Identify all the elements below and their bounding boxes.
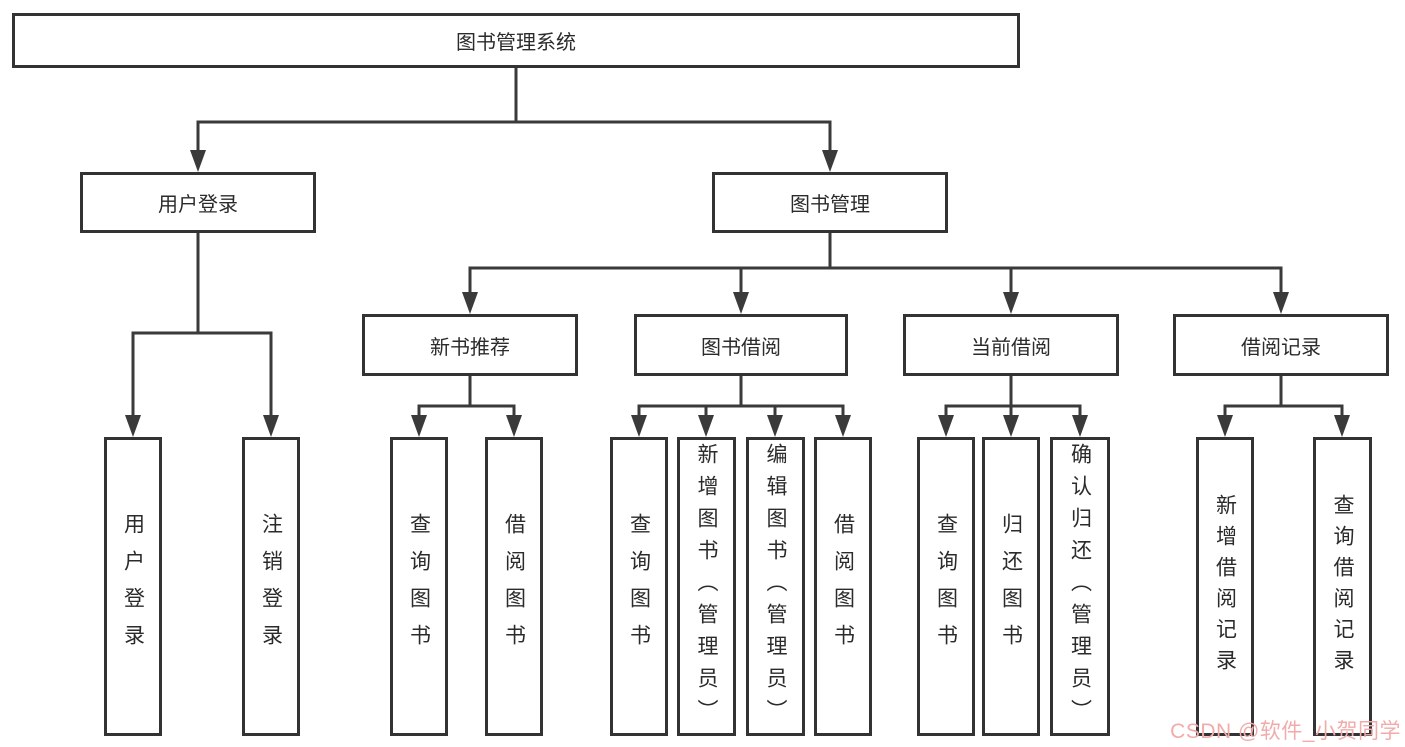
root-node-library-management-system: 图书管理系统 <box>12 13 1020 68</box>
leaf-edit-books-admin: 编辑图书（管理员） <box>746 437 805 736</box>
leaf-return-books: 归还图书 <box>982 437 1040 736</box>
section-borrow-records-label: 借阅记录 <box>1241 336 1321 359</box>
leaf-query-books-current: 查询图书 <box>917 437 975 736</box>
root-node-label: 图书管理系统 <box>456 32 576 54</box>
section-current-borrow: 当前借阅 <box>903 314 1119 376</box>
leaf-borrow-books: 借阅图书 <box>814 437 872 736</box>
branch-book-management-label: 图书管理 <box>790 194 870 216</box>
section-borrow-records: 借阅记录 <box>1173 314 1389 376</box>
section-book-borrow: 图书借阅 <box>634 314 848 376</box>
leaf-confirm-return-admin: 确认归还（管理员） <box>1050 437 1110 736</box>
leaf-query-borrow-record: 查询借阅记录 <box>1313 437 1372 736</box>
branch-user-login-label: 用户登录 <box>158 194 238 216</box>
leaf-logout: 注销登录 <box>242 437 300 736</box>
branch-user-login: 用户登录 <box>80 172 316 233</box>
leaf-query-books-borrow: 查询图书 <box>610 437 668 736</box>
csdn-watermark: CSDN @软件_小贺同学 <box>1170 720 1401 743</box>
branch-book-management: 图书管理 <box>712 172 948 233</box>
leaf-query-books-recommend: 查询图书 <box>390 437 448 736</box>
leaf-user-login: 用户登录 <box>104 437 162 736</box>
leaf-borrow-books-recommend: 借阅图书 <box>485 437 543 736</box>
leaf-add-books-admin: 新增图书（管理员） <box>677 437 736 736</box>
leaf-add-borrow-record: 新增借阅记录 <box>1196 437 1254 736</box>
section-book-borrow-label: 图书借阅 <box>701 336 781 359</box>
section-new-book-recommend-label: 新书推荐 <box>430 336 510 359</box>
section-new-book-recommend: 新书推荐 <box>362 314 578 376</box>
section-current-borrow-label: 当前借阅 <box>971 336 1051 359</box>
